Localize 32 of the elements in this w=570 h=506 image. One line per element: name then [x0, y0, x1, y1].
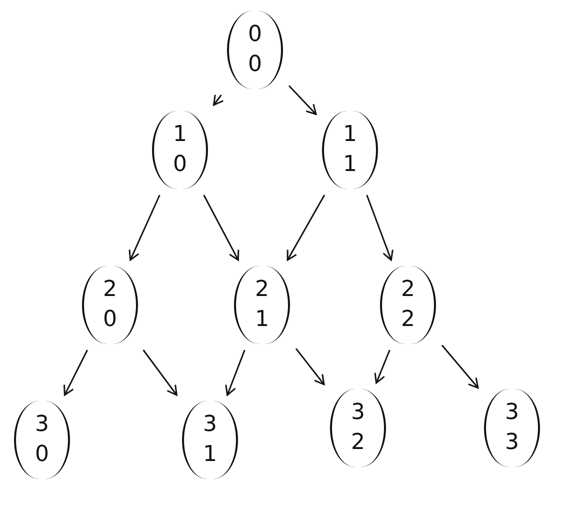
number: 3 [203, 412, 217, 438]
number: 0 [248, 22, 262, 48]
arrow [286, 194, 326, 261]
arrow [225, 350, 246, 396]
arrow [374, 350, 390, 384]
number: 1 [343, 122, 357, 148]
number: 0 [35, 442, 49, 468]
number: 0 [248, 52, 262, 78]
number: 3 [35, 412, 49, 438]
number: 2 [401, 277, 415, 303]
arrow [295, 348, 325, 386]
number: 1 [173, 122, 187, 148]
number: 3 [351, 400, 365, 426]
arrow [366, 194, 394, 261]
number: 0 [173, 152, 187, 178]
number: 2 [103, 277, 117, 303]
number: 2 [401, 307, 415, 333]
number: 3 [505, 400, 519, 426]
number: 0 [103, 307, 117, 333]
number: 2 [255, 277, 269, 303]
arrow [128, 194, 160, 261]
number: 2 [351, 430, 365, 456]
number: 1 [203, 442, 217, 468]
number: 1 [343, 152, 357, 178]
arrow [203, 194, 240, 261]
arrow [441, 344, 479, 389]
arrow [213, 94, 224, 106]
arrow [64, 350, 88, 396]
arrow [288, 85, 317, 115]
number: 1 [255, 307, 269, 333]
arrow [142, 350, 178, 396]
number: 3 [505, 430, 519, 456]
